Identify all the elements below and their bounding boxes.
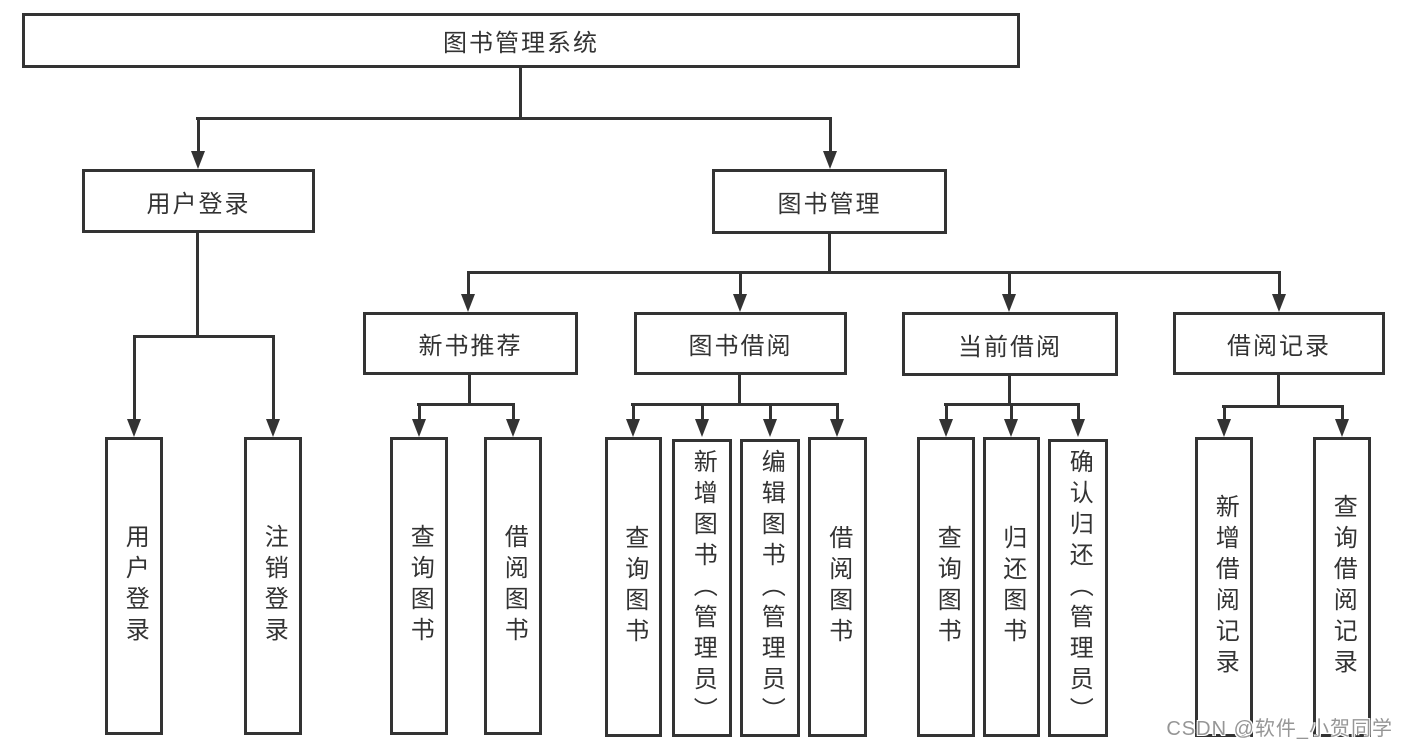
leaf-query-books-1: 查询图书 <box>390 437 448 735</box>
leaf-user-login: 用户登录 <box>105 437 163 735</box>
node-label: 借阅记录 <box>1227 333 1331 360</box>
connector-new-book-split <box>417 403 515 406</box>
leaf-borrow-books-2: 借阅图书 <box>808 437 867 737</box>
connector-user-login-stem <box>196 232 199 337</box>
leaf-confirm-return-admin: 确认归还（管理员） <box>1048 439 1108 737</box>
arrow-to-borrow-books-1 <box>506 403 520 437</box>
leaf-label: 注销登录 <box>260 524 288 648</box>
leaf-edit-book-admin: 编辑图书（管理员） <box>740 439 800 737</box>
arrow-to-edit-book-admin <box>763 403 777 437</box>
leaf-return-books: 归还图书 <box>983 437 1040 737</box>
node-library-management-system: 图书管理系统 <box>22 13 1020 68</box>
node-book-management: 图书管理 <box>712 169 947 234</box>
leaf-label: 查询图书 <box>933 525 961 649</box>
node-borrowing-records: 借阅记录 <box>1173 312 1385 375</box>
leaf-borrow-books-1: 借阅图书 <box>484 437 542 735</box>
leaf-add-borrow-record: 新增借阅记录 <box>1195 437 1253 737</box>
leaf-label: 查询图书 <box>620 525 648 649</box>
arrow-to-query-books-1 <box>412 403 426 437</box>
arrow-to-return-books <box>1004 403 1018 437</box>
connector-current-borrowing-stem <box>1008 374 1011 405</box>
node-new-book-recommend: 新书推荐 <box>363 312 578 375</box>
arrow-to-new-book-recommend <box>461 271 475 312</box>
leaf-query-borrow-record: 查询借阅记录 <box>1313 437 1371 737</box>
leaf-label: 新增图书（管理员） <box>689 448 717 728</box>
connector-new-book-stem <box>468 374 471 405</box>
csdn-watermark: CSDN @软件_小贺同学 <box>1166 718 1393 740</box>
node-current-borrowing: 当前借阅 <box>902 312 1118 376</box>
arrow-to-add-book-admin <box>695 403 709 437</box>
arrow-to-query-books-2 <box>626 403 640 437</box>
connector-borrowing-records-split <box>1222 405 1344 408</box>
leaf-label: 用户登录 <box>121 524 149 648</box>
node-label: 图书借阅 <box>688 333 793 360</box>
arrow-to-leaf-logout <box>266 335 280 437</box>
arrow-to-user-login <box>191 117 205 169</box>
leaf-label: 借阅图书 <box>824 525 852 649</box>
leaf-query-books-2: 查询图书 <box>605 437 662 737</box>
connector-book-management-stem <box>828 232 831 274</box>
leaf-label: 借阅图书 <box>500 524 528 648</box>
arrow-to-borrowing-records <box>1272 271 1286 312</box>
arrow-to-leaf-user-login <box>127 335 141 437</box>
arrow-to-book-borrowing <box>733 271 747 312</box>
connector-level3-split <box>467 271 1281 274</box>
arrow-to-current-borrowing <box>1002 271 1016 312</box>
connector-book-borrowing-split <box>631 403 838 406</box>
leaf-label: 查询借阅记录 <box>1329 494 1357 680</box>
leaf-label: 新增借阅记录 <box>1211 494 1239 680</box>
leaf-label: 编辑图书（管理员） <box>757 448 785 728</box>
connector-user-login-split <box>133 335 275 338</box>
leaf-label: 归还图书 <box>998 525 1026 649</box>
node-label: 新书推荐 <box>418 333 523 360</box>
leaf-label: 查询图书 <box>406 524 434 648</box>
arrow-to-query-books-3 <box>939 403 953 437</box>
node-label: 用户登录 <box>146 190 251 218</box>
node-label: 当前借阅 <box>958 333 1062 361</box>
arrow-to-book-management <box>823 117 837 169</box>
connector-book-borrowing-stem <box>738 374 741 405</box>
arrow-to-borrow-books-2 <box>830 403 844 437</box>
connector-borrowing-records-stem <box>1277 374 1280 408</box>
node-label: 图书管理系统 <box>443 30 599 57</box>
leaf-logout: 注销登录 <box>244 437 302 735</box>
arrow-to-confirm-return-admin <box>1071 403 1085 437</box>
connector-level1-split <box>196 117 832 120</box>
leaf-label: 确认归还（管理员） <box>1065 448 1093 728</box>
leaf-add-book-admin: 新增图书（管理员） <box>672 439 732 737</box>
arrow-to-add-borrow-record <box>1217 405 1231 437</box>
connector-root-stem <box>519 68 522 120</box>
node-book-borrowing: 图书借阅 <box>634 312 847 375</box>
arrow-to-query-borrow-record <box>1335 405 1349 437</box>
leaf-query-books-3: 查询图书 <box>917 437 975 737</box>
node-label: 图书管理 <box>777 191 882 218</box>
node-user-login: 用户登录 <box>82 169 315 233</box>
